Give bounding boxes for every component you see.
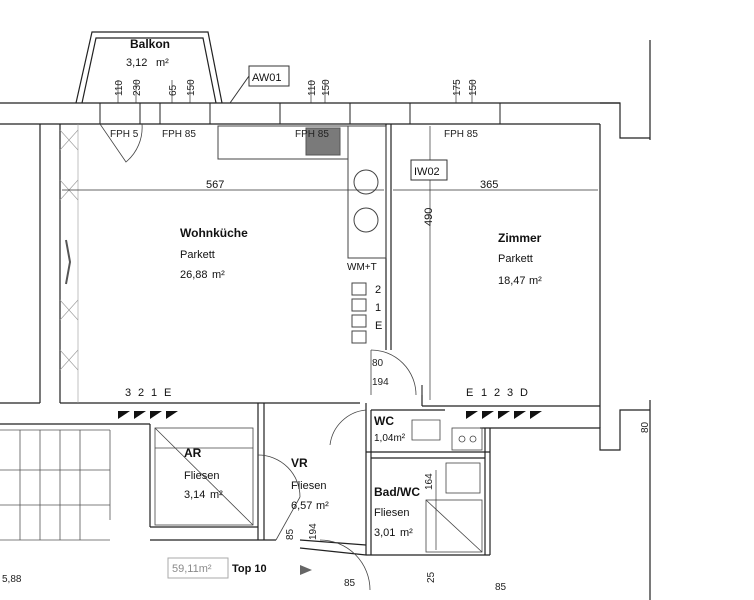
walls (0, 40, 651, 600)
ar-floor: Fliesen (184, 470, 219, 482)
stairs-left-1: 1 (151, 387, 157, 399)
bath-fixtures (411, 419, 483, 553)
dim-365: 365 (480, 179, 498, 191)
ar-area: 3,14 (184, 489, 205, 501)
window-fph5: FPH 5 (110, 129, 139, 140)
ar-shelves (154, 427, 254, 526)
balcony (75, 31, 223, 104)
kitchen-level-1: 1 (375, 302, 381, 314)
stairs-right-e: E (466, 387, 473, 399)
radiator (65, 239, 72, 285)
doors (99, 123, 423, 591)
dim-150-b: 150 (321, 79, 332, 96)
dim-85-b: 85 (344, 578, 356, 589)
vr-area: 6,57 (291, 500, 312, 512)
vr-name: VR (291, 456, 308, 470)
dim-567: 567 (206, 179, 224, 191)
dim-175: 175 (452, 79, 463, 96)
wohnkueche-floor: Parkett (180, 249, 215, 261)
dim-110-a: 110 (114, 80, 125, 96)
dim-164: 164 (424, 473, 435, 490)
ar-unit: m² (210, 489, 223, 501)
dim-490: 490 (423, 208, 435, 226)
iw02-tag: IW02 (414, 166, 440, 178)
dim-230: 230 (132, 79, 143, 96)
zimmer-unit: m² (529, 275, 542, 287)
iw02-tag-box (410, 159, 448, 181)
ar-name: AR (184, 446, 202, 460)
dim-194-a: 194 (372, 377, 389, 388)
wc-area: 1,04m² (374, 433, 406, 444)
entry-arrow (300, 565, 312, 575)
aw01-leader (229, 75, 250, 104)
window-fph85-b: FPH 85 (295, 129, 329, 140)
wohnkueche-name: Wohnküche (180, 226, 248, 240)
dim-150-c: 150 (468, 79, 479, 96)
aw01-tag: AW01 (252, 72, 282, 84)
dim-85-a: 85 (285, 528, 296, 540)
balkon-name: Balkon (130, 37, 170, 51)
kitchen-counter (217, 125, 387, 344)
balkon-area: 3,12 (126, 57, 147, 69)
window-fph85-a: FPH 85 (162, 129, 196, 140)
badwc-area: 3,01 (374, 527, 395, 539)
badwc-name: Bad/WC (374, 485, 420, 499)
stairs-right-1: 1 (481, 387, 487, 399)
step-markers-right (466, 411, 542, 419)
wc-name: WC (374, 414, 394, 428)
wall-segments (99, 103, 501, 124)
unit-area: 59,11m² (172, 563, 212, 575)
kitchen-appliance: WM+T (347, 262, 377, 273)
zimmer-name: Zimmer (498, 231, 542, 245)
dim-25: 25 (426, 571, 437, 583)
dim-85-c: 85 (495, 582, 507, 593)
badwc-floor: Fliesen (374, 507, 409, 519)
stairs-right-2: 2 (494, 387, 500, 399)
step-markers-left (118, 411, 178, 419)
zimmer-floor: Parkett (498, 253, 533, 265)
vr-floor: Fliesen (291, 480, 326, 492)
kitchen-level-2: 2 (375, 284, 381, 296)
window-fph85-c: FPH 85 (444, 129, 478, 140)
zimmer-area: 18,47 (498, 275, 526, 287)
dim-588: 5,88 (2, 574, 22, 585)
stairs-right-d: D (520, 387, 528, 399)
stairs-left-e: E (164, 387, 171, 399)
dim-80: 80 (372, 358, 384, 369)
staircase (0, 429, 111, 541)
dim-80-right: 80 (640, 421, 651, 433)
wohnkueche-unit: m² (212, 269, 225, 281)
unit-area-box (167, 557, 229, 579)
stairs-right-3: 3 (507, 387, 513, 399)
balkon-unit: m² (156, 57, 169, 69)
kitchen-level-e: E (375, 320, 382, 332)
dim-110-b: 110 (307, 80, 318, 96)
badwc-unit: m² (400, 527, 413, 539)
dim-65: 65 (168, 84, 179, 96)
stairs-left-3: 3 (125, 387, 131, 399)
dim-150-a: 150 (186, 79, 197, 96)
stairs-left-2: 2 (138, 387, 144, 399)
unit-name: Top 10 (232, 563, 267, 575)
wohnkueche-area: 26,88 (180, 269, 208, 281)
vr-unit: m² (316, 500, 329, 512)
dim-194-b: 194 (308, 523, 319, 540)
